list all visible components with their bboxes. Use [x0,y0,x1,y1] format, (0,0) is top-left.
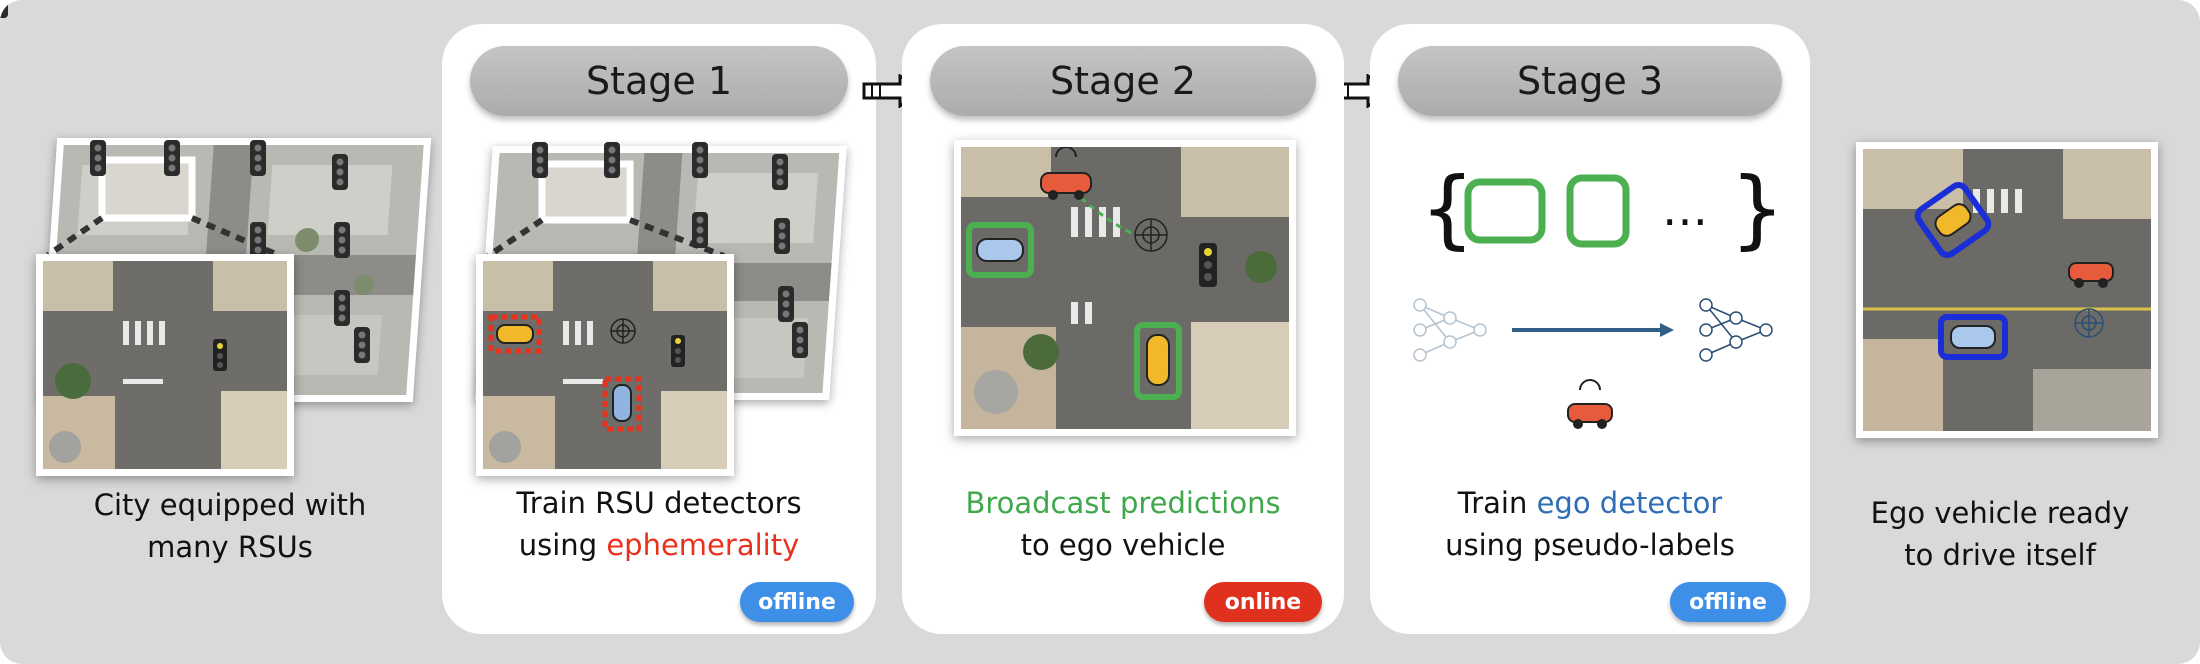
stage-3-caption: Train ego detector using pseudo-labels [1370,482,1810,566]
stage-1-caption-highlight: ephemerality [606,528,799,562]
ego-car-icon [1568,380,1612,429]
stage-3-content [0,0,1810,460]
stage-3-caption-line1: Train ego detector [1370,482,1810,524]
stage-3-offline-badge: offline [1670,582,1786,622]
stage-1-caption-prefix: using [519,528,607,562]
stage-2-caption-line2: to ego vehicle [902,524,1344,566]
stage-1-caption-line2: using ephemerality [442,524,876,566]
stage-1-caption-line1: Train RSU detectors [442,482,876,524]
trained-network [1700,299,1772,361]
right-caption: Ego vehicle ready to drive itself [1830,492,2170,576]
stage-3-caption-line2: using pseudo-labels [1370,524,1810,566]
untrained-network [1414,299,1486,361]
left-caption-line2: many RSUs [40,526,420,568]
set-close-brace: } [1730,164,1785,254]
set-open-brace: { [1420,164,1475,254]
stage-2-caption: Broadcast predictions to ego vehicle [902,482,1344,566]
stage-3-caption-prefix: Train [1458,486,1537,520]
stage-2-caption-line1: Broadcast predictions [902,482,1344,524]
ego-ready-photo [1856,142,2158,438]
stage-3-caption-highlight: ego detector [1537,486,1723,520]
right-caption-line2: to drive itself [1830,534,2170,576]
set-ellipsis: … [1662,186,1708,232]
left-caption-line1: City equipped with [40,484,420,526]
stage-1-caption: Train RSU detectors using ephemerality [442,482,876,566]
left-caption: City equipped with many RSUs [40,484,420,568]
stage-2-online-badge: online [1204,582,1322,622]
stage-1-offline-badge: offline [740,582,854,622]
right-caption-line1: Ego vehicle ready [1830,492,2170,534]
